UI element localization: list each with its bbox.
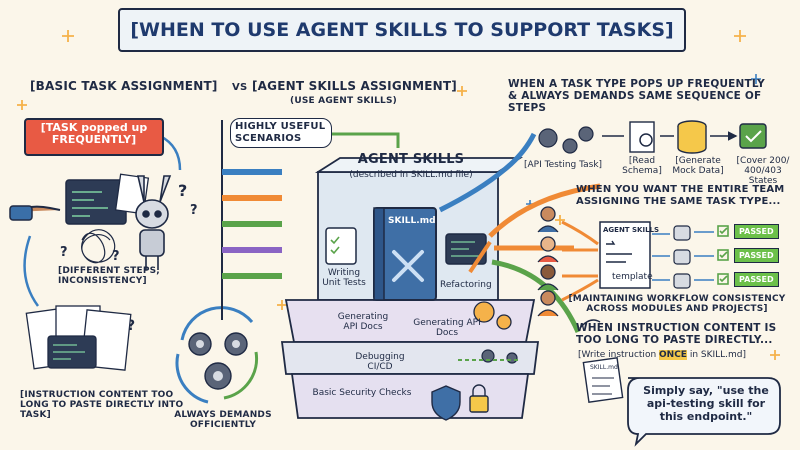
cover-states-label: [Cover 200/ 400/403 States [736,156,790,186]
api-testing-task-label: [API Testing Task] [524,160,603,170]
write-once-em: ONCE [659,350,687,360]
generate-mock-label: [Generate Mock Data] [672,156,724,176]
write-once-label: [Write instruction ONCE in SKILL.md] [578,350,746,360]
write-once-post: in SKILL.md] [686,350,747,360]
instruction-too-long-label: [INSTRUCTION CONTENT TOO LONG TO PASTE D… [20,390,184,420]
passed-badge: PASSED [734,272,779,287]
tangled-scribble [81,229,116,264]
page-title-frame: [WHEN TO USE AGENT SKILLS TO SUPPORT TAS… [118,8,686,52]
svg-text:?: ? [60,245,68,260]
template-label: template [612,272,653,282]
read-schema-label: [Read Schema] [622,156,662,176]
agent-skills-label: AGENT SKILLS [357,152,465,167]
skill-md-book-label: SKILL.md [388,216,436,226]
svg-text:?: ? [112,249,120,264]
passed-badge: PASSED [734,224,779,239]
agent-skills-subheading: (USE AGENT SKILLS) [290,96,397,106]
always-demands-label: ALWAYS DEMANDS OFFICIENTLY [174,410,272,430]
consistency-label: [MAINTAINING WORKFLOW CONSISTENCY ACROSS… [568,294,786,314]
instruction-heading: WHEN INSTRUCTION CONTENT IS TOO LONG TO … [576,322,777,346]
generating-api-docs-left: Generating API Docs [337,312,389,332]
write-once-pre: [Write instruction [578,350,660,360]
refactoring-label: Refactoring [440,280,492,290]
debugging-ci-cd-label: Debugging CI/CD [355,352,405,372]
vs-label: VS [232,82,248,93]
svg-text:?: ? [127,318,135,334]
different-steps-label: [DIFFERENT STEPS, INCONSISTENCY] [58,266,160,286]
page-title: [WHEN TO USE AGENT SKILLS TO SUPPORT TAS… [130,19,674,41]
svg-text:?: ? [178,181,187,200]
svg-text:?: ? [190,203,198,218]
team-heading: WHEN YOU WANT THE ENTIRE TEAM ASSIGNING … [576,184,785,207]
skill-note-label: SKILL.md [590,364,618,371]
writing-unit-tests-label: Writing Unit Tests [322,268,366,288]
useful-scenarios-box: HIGHLY USEFUL SCENARIOS [230,118,332,148]
task-popped-up-tag: [TASK popped up FREQUENTLY] [24,118,164,156]
basic-task-heading: [BASIC TASK ASSIGNMENT] [30,79,218,93]
speech-bubble-text: Simply say, "use the api-testing skill f… [643,384,769,423]
generating-api-docs-right: Generating API Docs [413,318,481,338]
agent-skills-heading: [AGENT SKILLS ASSIGNMENT] [252,79,457,93]
frequent-task-heading: WHEN A TASK TYPE POPS UP FREQUENTLY & AL… [508,78,765,114]
passed-badge: PASSED [734,248,779,263]
agent-skills-subtitle: (described in SKILL.md file) [349,170,473,180]
basic-security-label: Basic Security Checks [312,388,412,398]
template-header: AGENT SKILLS [603,226,660,234]
